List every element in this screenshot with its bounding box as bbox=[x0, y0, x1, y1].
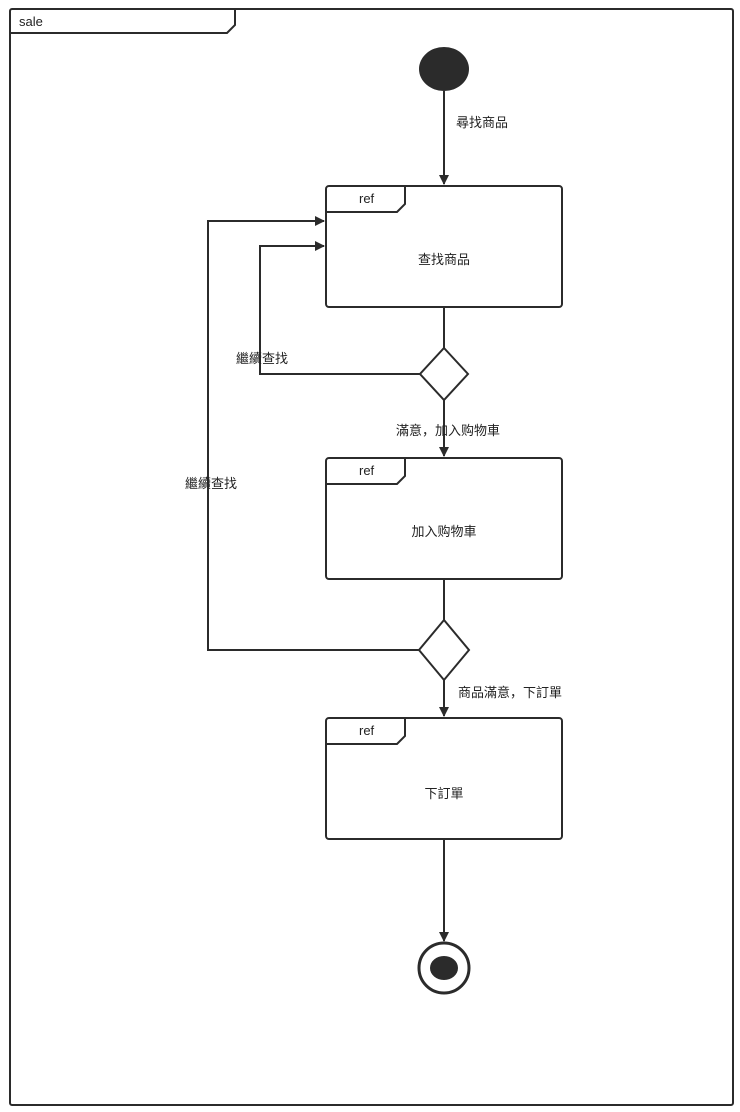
activity-label: 查找商品 bbox=[418, 253, 470, 268]
flow-label-satisfied-add-cart: 滿意，加入购物車 bbox=[396, 423, 500, 439]
flow-label-search-goods: 尋找商品 bbox=[456, 116, 508, 131]
ref-tag: ref bbox=[359, 191, 375, 206]
flow-continue-search-outer bbox=[207, 216, 419, 651]
activity-find-goods[interactable]: ref 查找商品 bbox=[325, 185, 563, 308]
flow-label-continue-search-outer: 繼續查找 bbox=[185, 477, 237, 492]
frame-title: sale bbox=[19, 14, 43, 29]
ref-tag: ref bbox=[359, 723, 375, 738]
activity-add-to-cart[interactable]: ref 加入购物車 bbox=[325, 457, 563, 580]
initial-node[interactable] bbox=[419, 47, 469, 91]
flow-continue-search-inner bbox=[259, 241, 420, 375]
ref-tab bbox=[326, 718, 406, 745]
ref-tab bbox=[326, 186, 406, 213]
flow-label-goods-satisfied-order: 商品滿意，下訂單 bbox=[458, 685, 562, 701]
activity-label: 加入购物車 bbox=[411, 524, 476, 540]
ref-tag: ref bbox=[359, 463, 375, 478]
ref-tab bbox=[326, 458, 406, 485]
activity-place-order[interactable]: ref 下訂單 bbox=[325, 717, 563, 840]
activity-label: 下訂單 bbox=[424, 786, 463, 802]
flow-label-continue-search-inner: 繼續查找 bbox=[236, 352, 288, 367]
frame-title-tab bbox=[10, 9, 236, 34]
final-node[interactable] bbox=[417, 941, 471, 995]
final-node-core bbox=[430, 956, 458, 980]
